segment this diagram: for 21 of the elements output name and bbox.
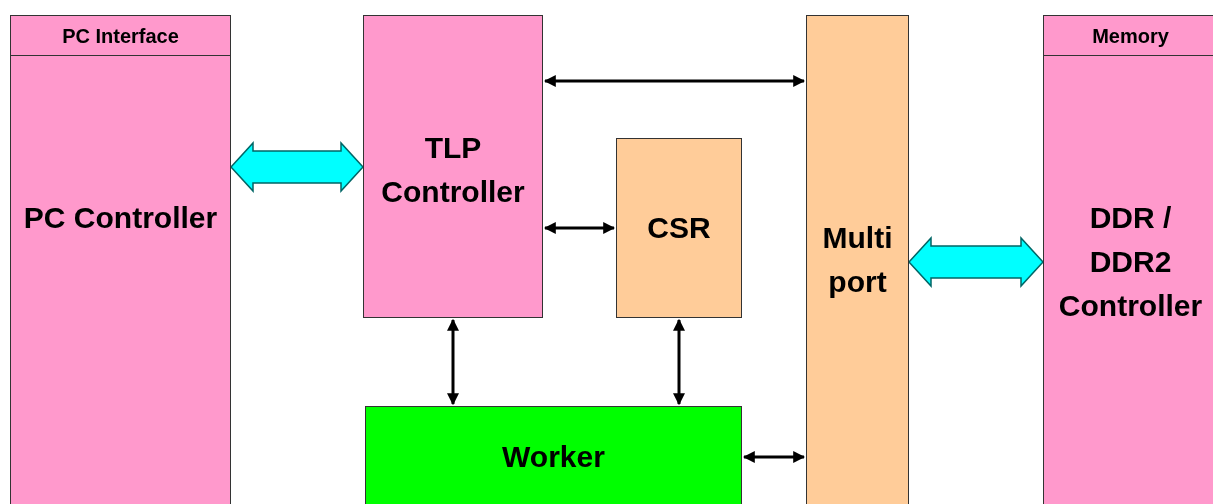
block-label: TLP Controller xyxy=(380,130,526,210)
block-box xyxy=(806,15,909,504)
arrow xyxy=(673,318,685,406)
block-box xyxy=(10,15,231,504)
block-label: Worker xyxy=(501,439,606,475)
block-label: CSR xyxy=(646,210,712,246)
block-label: DDR / DDR2 Controller xyxy=(1057,200,1204,324)
block-label: Multi port xyxy=(821,220,894,300)
arrow xyxy=(543,222,616,234)
block-arrow xyxy=(908,236,1044,288)
block-label: PC Controller xyxy=(22,200,219,236)
arrow xyxy=(742,451,806,463)
block-box xyxy=(1043,15,1213,504)
block-box xyxy=(616,138,742,318)
block-box xyxy=(363,15,543,318)
block-arrow xyxy=(230,141,364,193)
block-header: PC Interface xyxy=(11,16,230,56)
block-header: Memory xyxy=(1044,16,1213,56)
block-box xyxy=(365,406,742,504)
arrow xyxy=(543,75,806,87)
arrow xyxy=(447,318,459,406)
